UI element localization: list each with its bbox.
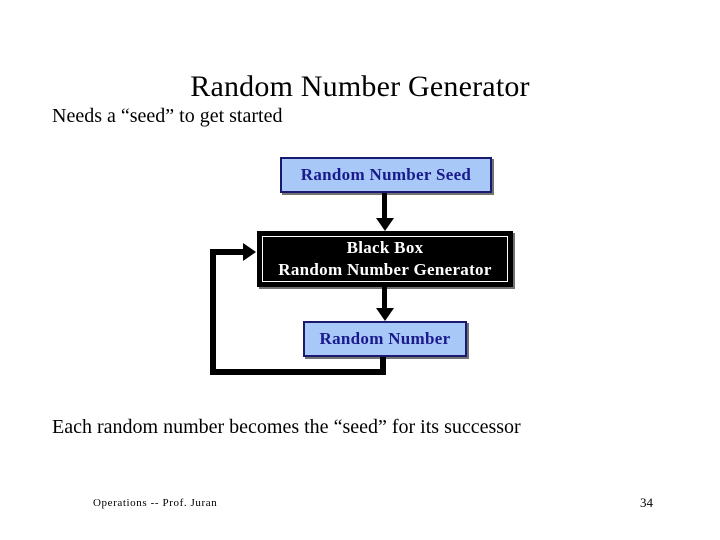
page-title: Random Number Generator bbox=[190, 70, 530, 104]
feedback-loop-segment-bottom bbox=[210, 369, 386, 375]
trailing-text: Each random number becomes the “seed” fo… bbox=[52, 416, 521, 438]
flow-box-black-box-generator[interactable]: Black Box Random Number Generator bbox=[257, 231, 513, 287]
feedback-loop-segment-left bbox=[210, 249, 216, 375]
arrow-down-icon bbox=[376, 218, 394, 231]
arrow-down-icon bbox=[376, 308, 394, 321]
connector-blackbox-to-number-shaft bbox=[382, 287, 387, 310]
footer-credit: Operations -- Prof. Juran bbox=[93, 497, 218, 509]
connector-seed-to-blackbox-shaft bbox=[382, 193, 387, 220]
flow-box-random-number-seed[interactable]: Random Number Seed bbox=[280, 157, 492, 193]
flow-box-blackbox-label-line1: Black Box bbox=[346, 238, 424, 257]
flow-box-blackbox-label-line2: Random Number Generator bbox=[278, 260, 492, 279]
flow-box-seed-label: Random Number Seed bbox=[300, 165, 472, 184]
flow-box-number-label: Random Number bbox=[319, 329, 451, 348]
feedback-loop-segment-top bbox=[210, 249, 246, 255]
footer-page-number: 34 bbox=[640, 495, 653, 510]
lead-text: Needs a “seed” to get started bbox=[52, 105, 283, 127]
arrow-right-icon bbox=[243, 243, 256, 261]
flow-box-random-number[interactable]: Random Number bbox=[303, 321, 467, 357]
feedback-loop-segment-down bbox=[380, 357, 386, 375]
